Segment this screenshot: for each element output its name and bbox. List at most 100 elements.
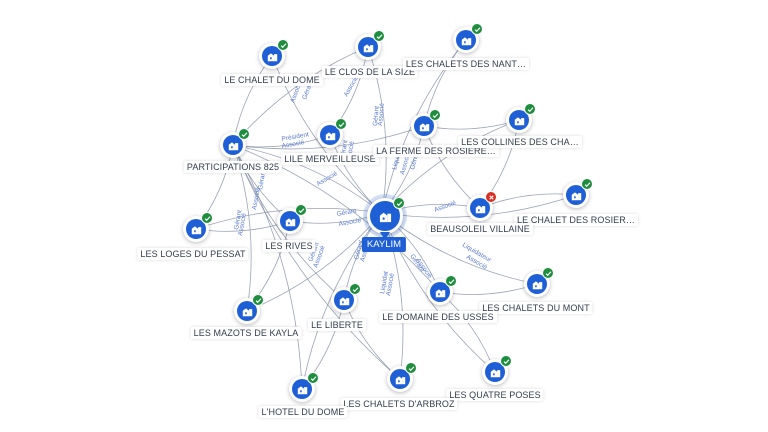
entity-label[interactable]: LES CHALETS D'ARBROZ — [340, 398, 458, 410]
building-icon — [285, 217, 295, 226]
entity-node-les-quatre-poses[interactable] — [482, 355, 512, 385]
relation-edge — [232, 144, 303, 390]
entity-label[interactable]: LE LIBERTE — [308, 319, 366, 331]
check-icon — [429, 109, 441, 121]
check-icon — [238, 128, 250, 140]
node-disc — [320, 125, 340, 145]
node-disc — [237, 301, 257, 321]
building-icon — [325, 131, 335, 140]
entity-label[interactable]: LE CHALET DU DOME — [221, 74, 323, 86]
entity-label[interactable]: LES LOGES DU PESSAT — [137, 248, 249, 260]
edge-role-label: Gérant — [233, 209, 243, 230]
entity-node-les-collines-des-cha[interactable] — [506, 103, 536, 133]
entity-label[interactable]: LES CHALETS DU MONT — [479, 302, 593, 314]
center-node-label[interactable]: KAYLIM — [361, 237, 407, 252]
edge-role-label: Associé — [385, 272, 396, 296]
building-icon — [475, 204, 485, 213]
check-icon — [500, 355, 512, 367]
edge-role-label: Associé — [281, 139, 305, 150]
check-icon — [393, 197, 405, 209]
edge-role-label: Associé — [316, 170, 340, 188]
check-icon — [307, 372, 319, 384]
edge-role-label: Gérant — [336, 208, 357, 218]
entity-label[interactable]: LE CHALET DES ROSIER… — [514, 214, 638, 226]
entity-label[interactable]: LE CLOS DE LA SIZE — [321, 66, 419, 78]
edge-role-label: Associé — [433, 199, 457, 213]
node-disc — [527, 274, 547, 294]
edge-role-label: Associé — [377, 103, 386, 127]
edge-role-label: Gérant — [339, 139, 349, 160]
entity-node-participations-825[interactable] — [220, 128, 250, 158]
entity-label[interactable]: LE DOMAINE DES USSES — [379, 311, 497, 323]
entity-node-beausoleil-villaine[interactable] — [467, 191, 497, 221]
entity-label[interactable]: L'HOTEL DU DOME — [258, 406, 348, 418]
entity-node-les-chalets-du-mont[interactable] — [524, 267, 554, 297]
building-icon — [228, 141, 238, 150]
node-disc — [292, 379, 312, 399]
edge-role-label: Gérant — [409, 149, 421, 170]
node-disc — [280, 211, 300, 231]
entity-node-le-clos-de-la-size[interactable] — [355, 30, 385, 60]
node-disc — [470, 198, 490, 218]
building-icon — [435, 288, 445, 297]
node-disc — [186, 219, 206, 239]
check-icon — [201, 212, 213, 224]
node-disc — [456, 30, 476, 50]
edge-role-label: Gérant — [372, 106, 381, 127]
entity-label[interactable]: LES QUATRE POSES — [446, 389, 544, 401]
entity-label[interactable]: LA FERME DES ROSIERE… — [373, 145, 499, 157]
edge-role-label: Président — [281, 131, 309, 143]
check-icon — [524, 103, 536, 115]
entity-label[interactable]: PARTICIPATIONS 825 — [183, 161, 283, 173]
pin-pointer — [380, 232, 390, 240]
building-icon — [514, 116, 524, 125]
relation-edge — [232, 144, 401, 380]
entity-node-l-hotel-du-dome[interactable] — [289, 372, 319, 402]
node-disc — [358, 37, 378, 57]
building-icon — [242, 307, 252, 316]
check-icon — [277, 39, 289, 51]
building-icon — [490, 368, 500, 377]
check-icon — [373, 30, 385, 42]
building-icon — [267, 52, 277, 61]
check-icon — [405, 362, 417, 374]
entity-label[interactable]: LES RIVES — [262, 240, 316, 252]
entity-node-les-rives[interactable] — [277, 204, 307, 234]
building-icon — [571, 191, 581, 200]
edge-role-label: Gérant — [353, 239, 365, 260]
building-icon — [395, 375, 405, 384]
entity-label[interactable]: LES COLLINES DES CHA… — [458, 136, 582, 148]
building-icon — [191, 225, 201, 234]
entity-label[interactable]: LES MAZOTS DE KAYLA — [190, 327, 302, 339]
entity-node-le-domaine-des-usses[interactable] — [427, 275, 457, 305]
node-disc — [223, 135, 243, 155]
edge-role-label: Associé — [345, 140, 356, 164]
relation-edge — [232, 144, 383, 214]
building-icon — [461, 36, 471, 45]
entity-node-lile-merveilleuse[interactable] — [317, 118, 347, 148]
node-disc — [262, 46, 282, 66]
check-icon — [445, 275, 457, 287]
node-disc — [566, 185, 586, 205]
check-icon — [252, 294, 264, 306]
entity-node-les-chalets-des-nant[interactable] — [453, 23, 483, 53]
entity-node-le-chalet-du-dome[interactable] — [259, 39, 289, 69]
center-node-kaylim[interactable] — [367, 197, 405, 240]
building-icon — [363, 43, 373, 52]
entity-node-les-mazots-de-kayla[interactable] — [234, 294, 264, 324]
entity-label[interactable]: LES CHALETS DES NANT… — [402, 58, 530, 70]
node-disc — [485, 362, 505, 382]
check-icon — [471, 23, 483, 35]
entity-node-le-chalet-des-rosier[interactable] — [563, 178, 593, 208]
entity-node-la-ferme-des-rosiere[interactable] — [411, 109, 441, 139]
entity-node-les-loges-du-pessat[interactable] — [183, 212, 213, 242]
building-icon — [532, 280, 542, 289]
entity-node-le-liberte[interactable] — [331, 283, 361, 313]
entity-label[interactable]: BEAUSOLEIL VILLAINE — [427, 223, 533, 235]
cross-icon — [485, 191, 497, 203]
entity-node-les-chalets-d-arbroz[interactable] — [387, 362, 417, 392]
edge-role-label: Liquidat — [379, 271, 390, 295]
relation-edge — [423, 119, 520, 130]
building-icon — [339, 296, 349, 305]
entity-label[interactable]: LILE MERVEILLEUSE — [281, 153, 379, 165]
